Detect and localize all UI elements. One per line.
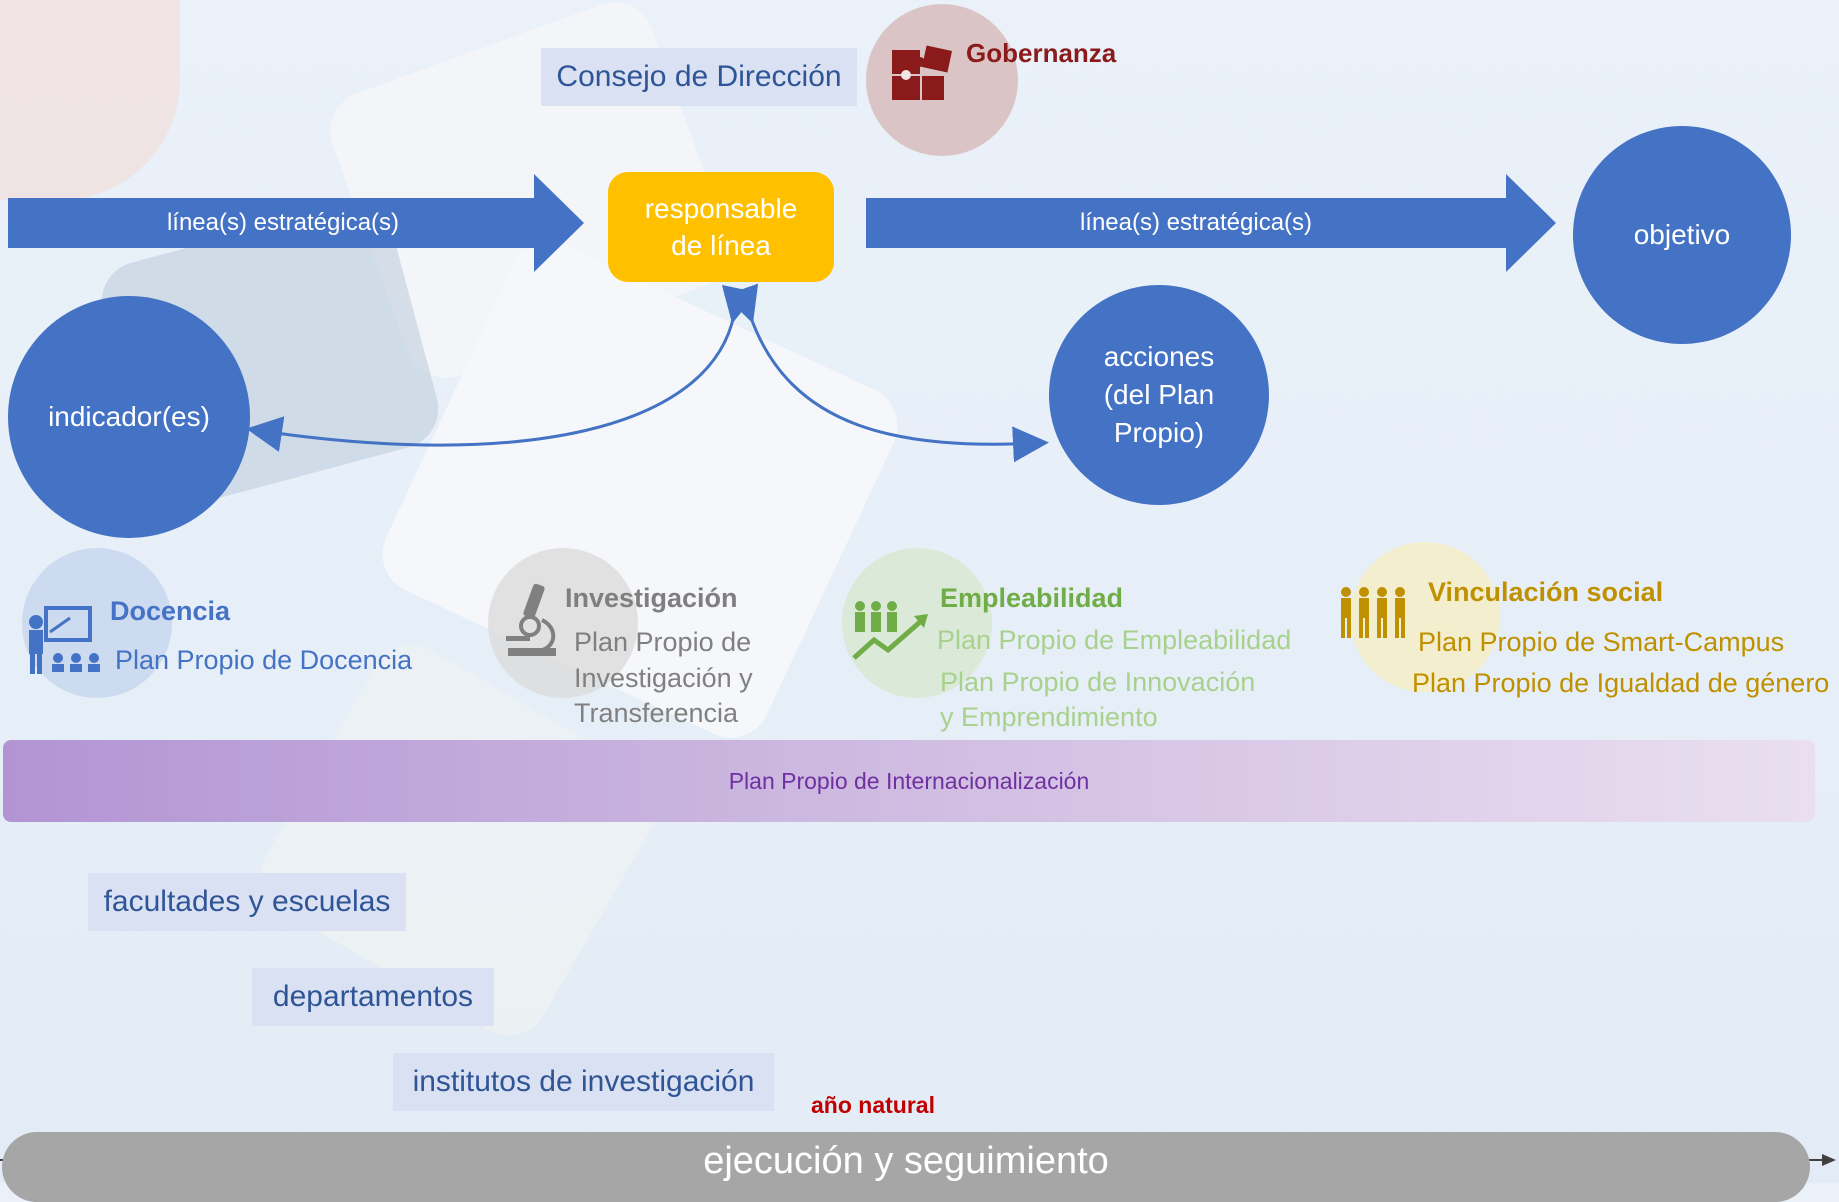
unit-facultades-label: facultades y escuelas <box>103 885 391 918</box>
investigacion-title: Investigación <box>565 583 738 613</box>
execution-bar: ejecución y seguimiento <box>2 1132 1810 1202</box>
connector-curves <box>246 283 1049 463</box>
investigacion-plan-line-3: Transferencia <box>574 698 739 728</box>
teacher-icon <box>29 606 100 674</box>
empleabilidad-title: Empleabilidad <box>940 583 1124 613</box>
execution-label: ejecución y seguimiento <box>703 1140 1109 1182</box>
arrow-right-label: línea(s) estratégica(s) <box>1079 209 1313 236</box>
investigacion-plan-line-1: Plan Propio de <box>574 627 752 657</box>
vinculacion-plan-2: Plan Propio de Igualdad de género <box>1412 668 1830 698</box>
connector-indicadores <box>246 284 758 452</box>
investigacion-plan-line-2: Investigación y <box>574 663 753 693</box>
arrow-left-shape <box>8 174 584 272</box>
docencia-title: Docencia <box>110 596 231 626</box>
consejo-direccion-box: Consejo de Dirección <box>541 48 857 106</box>
empleabilidad-plan-3: y Emprendimiento <box>940 702 1158 732</box>
indicadores-label: indicador(es) <box>48 401 210 432</box>
connector-acciones <box>724 283 1049 463</box>
internacionalizacion-bar: Plan Propio de Internacionalización <box>3 740 1815 822</box>
unit-departamentos: departamentos <box>252 968 494 1026</box>
responsable-box: responsable de línea <box>608 172 834 282</box>
unit-institutos-label: institutos de investigación <box>412 1065 755 1098</box>
unit-facultades: facultades y escuelas <box>88 873 406 931</box>
objetivo-circle: objetivo <box>1573 126 1791 344</box>
arrow-left-label: línea(s) estratégica(s) <box>166 209 400 236</box>
growth-people-icon <box>852 601 928 660</box>
unit-departamentos-label: departamentos <box>272 980 474 1013</box>
responsable-label: responsable de línea <box>644 193 798 261</box>
empleabilidad-plan-1: Plan Propio de Empleabilidad <box>937 625 1292 655</box>
gobernanza-title: Gobernanza <box>966 38 1117 68</box>
unit-institutos: institutos de investigación <box>393 1053 774 1111</box>
microscope-icon <box>506 583 556 656</box>
timeline-label: año natural <box>811 1092 935 1118</box>
vinculacion-title: Vinculación social <box>1428 577 1664 607</box>
acciones-circle: acciones (del Plan Propio) <box>1049 285 1269 505</box>
empleabilidad-plan-2: Plan Propio de Innovación <box>940 667 1256 697</box>
investigacion-circle <box>488 548 638 698</box>
docencia-plan: Plan Propio de Docencia <box>115 645 413 675</box>
acciones-label: acciones (del Plan Propio) <box>1103 341 1215 448</box>
consejo-direccion-label: Consejo de Dirección <box>556 60 842 93</box>
vinculacion-circle <box>1350 542 1500 692</box>
indicadores-circle: indicador(es) <box>8 296 250 538</box>
vinculacion-plan-1: Plan Propio de Smart-Campus <box>1418 627 1785 657</box>
group-people-icon <box>1341 587 1405 638</box>
objetivo-label: objetivo <box>1633 219 1731 250</box>
arrow-right-shape <box>866 174 1556 272</box>
puzzle-icon <box>892 45 953 100</box>
internacionalizacion-label: Plan Propio de Internacionalización <box>728 767 1090 794</box>
